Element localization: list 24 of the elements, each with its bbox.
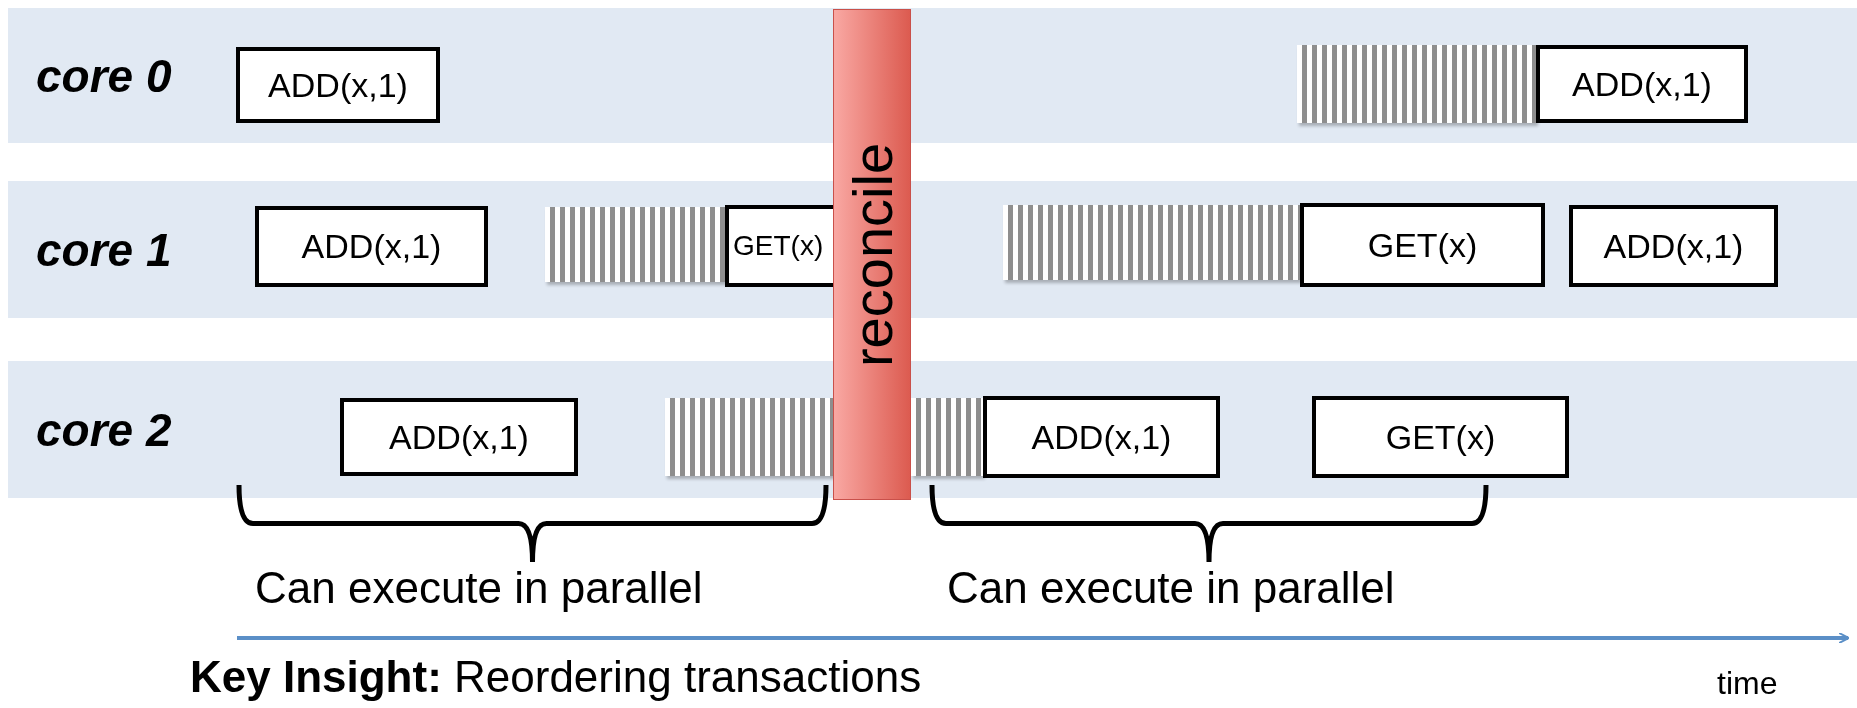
operation-box: GET(x): [1312, 396, 1569, 478]
hatched-wait-bar: [545, 207, 725, 282]
hatched-wait-bar: [665, 398, 833, 476]
hatched-wait-bar: [1297, 45, 1536, 123]
operation-box: ADD(x,1): [236, 47, 440, 123]
axis-label: time: [1717, 665, 1778, 702]
operation-box: ADD(x,1): [255, 206, 488, 287]
insight-text: Key Insight: Reordering transactions: [190, 652, 922, 702]
operation-box: GET(x): [1300, 203, 1545, 287]
bracket-caption: Can execute in parallel: [255, 563, 703, 613]
core-label: core 1: [36, 222, 172, 277]
operation-box: ADD(x,1): [1536, 45, 1748, 123]
core-label: core 0: [36, 48, 172, 103]
operation-box: ADD(x,1): [983, 396, 1220, 478]
hatched-wait-bar: [911, 398, 983, 476]
hatched-wait-bar: [1003, 205, 1300, 280]
reconcile-bar: [833, 9, 911, 500]
operation-box: ADD(x,1): [1569, 205, 1778, 287]
reconcile-label: reconcile: [839, 142, 905, 367]
operation-box: GET(x): [725, 205, 833, 287]
core-lane: [8, 8, 1857, 143]
bracket-caption: Can execute in parallel: [947, 563, 1395, 613]
operation-box: ADD(x,1): [340, 398, 578, 476]
core-label: core 2: [36, 402, 172, 457]
